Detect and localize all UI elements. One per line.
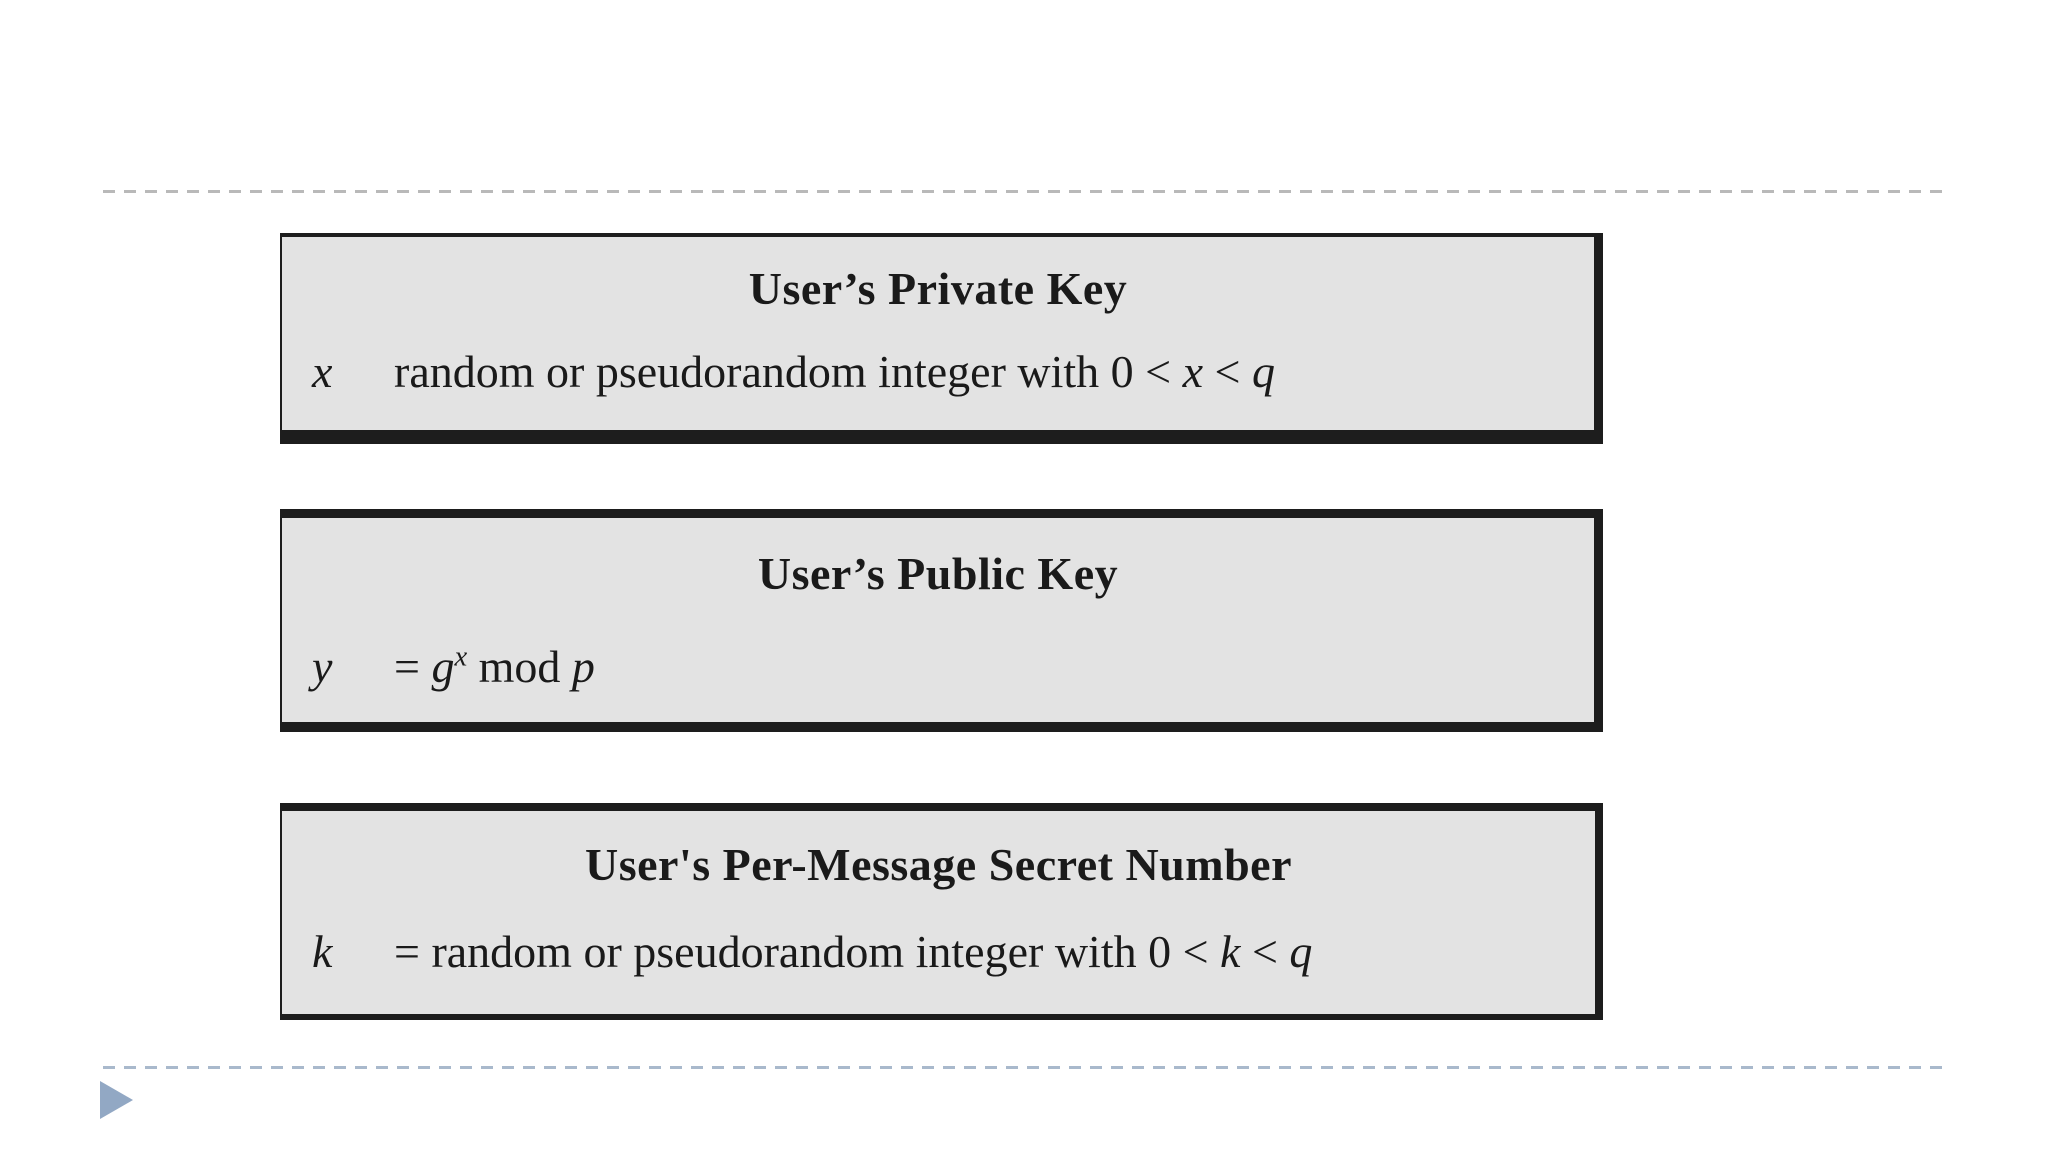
public-key-variable: y xyxy=(312,640,333,692)
public-key-box-body: y = gx mod p xyxy=(282,641,1594,694)
per-message-secret-box-title: User's Per-Message Secret Number xyxy=(584,839,1292,890)
per-message-secret-definition: = random or pseudorandom integer with 0 … xyxy=(394,925,1313,977)
per-message-secret-box-body: k = random or pseudorandom integer with … xyxy=(282,926,1595,979)
private-key-variable: x xyxy=(312,345,333,397)
per-message-secret-box: User's Per-Message Secret Number k = ran… xyxy=(280,803,1603,1020)
top-dashed-divider xyxy=(103,190,1947,193)
private-key-definition: random or pseudorandom integer with 0 < … xyxy=(394,345,1275,397)
private-key-box: User’s Private Key x random or pseudoran… xyxy=(280,233,1603,444)
public-key-box-title: User’s Public Key xyxy=(757,548,1119,599)
public-key-definition: = gx mod p xyxy=(394,640,595,692)
per-message-secret-variable: k xyxy=(312,925,333,977)
private-key-box-title: User’s Private Key xyxy=(748,263,1128,314)
private-key-box-body: x random or pseudorandom integer with 0 … xyxy=(282,346,1594,399)
public-key-box: User’s Public Key y = gx mod p xyxy=(280,509,1603,732)
bottom-dashed-divider xyxy=(103,1066,1947,1069)
slide-advance-triangle-icon xyxy=(100,1081,133,1119)
